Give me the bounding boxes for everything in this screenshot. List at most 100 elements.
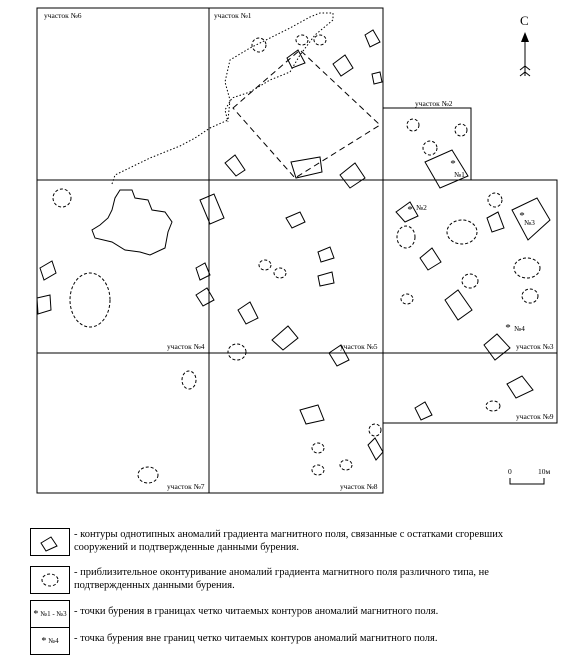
solid-anomaly bbox=[317, 271, 335, 287]
solid-anomaly bbox=[199, 193, 225, 225]
solid-anomaly bbox=[444, 289, 473, 321]
legend-dashed-text: - приблизительное оконтуривание аномалий… bbox=[74, 567, 489, 591]
legend-borehole-in-label: №1 - №3 bbox=[40, 610, 67, 618]
dashed-anomaly bbox=[137, 466, 159, 484]
dashed-anomaly bbox=[400, 293, 414, 305]
legend-solid-symbol bbox=[30, 528, 70, 556]
solid-anomaly bbox=[424, 149, 469, 189]
plot-4-boundary bbox=[36, 179, 210, 354]
dashed-anomaly bbox=[446, 219, 478, 245]
dashed-anomaly bbox=[258, 259, 272, 271]
plot-label-1: участок №1 bbox=[214, 11, 252, 20]
solid-anomaly bbox=[364, 29, 381, 48]
dashed-anomaly bbox=[313, 34, 327, 46]
north-arrow-fletch bbox=[519, 65, 531, 71]
solid-anomaly bbox=[506, 375, 534, 399]
solid-anomaly-irregular bbox=[91, 189, 173, 256]
legend-dashed-symbol bbox=[30, 566, 70, 594]
plot-label-9: участок №9 bbox=[516, 412, 554, 421]
plot-label-3: участок №3 bbox=[516, 342, 554, 351]
solid-anomaly bbox=[237, 301, 259, 325]
solid-anomaly bbox=[224, 154, 246, 177]
solid-anomaly bbox=[367, 437, 384, 461]
dashed-anomaly bbox=[513, 257, 541, 279]
dashed-anomaly bbox=[454, 123, 468, 137]
plot-1-boundary bbox=[208, 7, 384, 181]
borehole-label-3: №3 bbox=[524, 218, 535, 227]
dashed-anomaly bbox=[311, 464, 325, 476]
dashed-anomaly bbox=[295, 34, 309, 46]
solid-anomaly bbox=[486, 211, 505, 233]
solid-anomaly bbox=[195, 287, 215, 307]
legend-solid-text: - контуры однотипных аномалий градиента … bbox=[74, 529, 504, 553]
solid-anomaly bbox=[271, 325, 299, 351]
plot-8-boundary bbox=[208, 352, 384, 494]
solid-anomaly bbox=[483, 333, 511, 361]
solid-anomaly bbox=[317, 246, 335, 263]
dashed-anomaly bbox=[311, 442, 325, 454]
dashed-anomaly bbox=[422, 140, 438, 156]
plot-6-boundary bbox=[36, 7, 210, 181]
dashed-anomaly bbox=[251, 37, 267, 53]
dashed-anomaly-large bbox=[232, 49, 381, 179]
legend-item-dashed: - приблизительное оконтуривание аномалий… bbox=[30, 566, 554, 594]
solid-anomaly bbox=[339, 162, 366, 189]
legend-borehole-in-symbol: *№1 - №3 bbox=[30, 600, 70, 628]
dashed-anomaly bbox=[406, 118, 420, 132]
scale-bar bbox=[509, 478, 545, 485]
solid-anomaly bbox=[328, 344, 350, 367]
dashed-anomaly bbox=[227, 343, 247, 361]
north-arrow-fletch bbox=[519, 71, 531, 77]
dashed-anomaly bbox=[487, 192, 503, 208]
legend-borehole-out-label: №4 bbox=[48, 637, 59, 645]
dashed-anomaly bbox=[485, 400, 501, 412]
dashed-anomaly bbox=[273, 267, 287, 279]
solid-anomaly bbox=[299, 404, 325, 425]
dashed-anomaly bbox=[69, 272, 111, 328]
solid-anomaly bbox=[371, 71, 383, 85]
solid-anomaly bbox=[195, 262, 211, 281]
solid-anomaly bbox=[285, 211, 306, 229]
legend-item-borehole-in: *№1 - №3 - точки бурения в границах четк… bbox=[30, 600, 554, 628]
solid-anomaly bbox=[419, 247, 442, 271]
solid-anomaly bbox=[414, 401, 433, 421]
plot-label-6: участок №6 bbox=[44, 11, 82, 20]
solid-anomaly bbox=[332, 54, 354, 77]
legend-item-borehole-out: *№4 - точка бурения вне границ четко чит… bbox=[30, 627, 554, 655]
dashed-anomaly bbox=[339, 459, 353, 471]
dashed-anomaly bbox=[521, 288, 539, 304]
solid-anomaly bbox=[286, 49, 306, 69]
borehole-star-1: * bbox=[450, 158, 456, 170]
plot-label-2: участок №2 bbox=[415, 99, 453, 108]
dashed-anomaly bbox=[396, 225, 416, 249]
north-arrow-icon bbox=[521, 32, 529, 42]
legend-item-solid: - контуры однотипных аномалий градиента … bbox=[30, 528, 554, 556]
solid-anomaly bbox=[39, 260, 57, 281]
dashed-anomaly bbox=[368, 423, 382, 437]
plot-5-boundary bbox=[208, 179, 384, 354]
borehole-star-2: * bbox=[407, 204, 413, 216]
plot-9-boundary bbox=[382, 352, 558, 424]
borehole-star-3: * bbox=[519, 210, 525, 222]
solid-anomaly bbox=[511, 197, 551, 241]
dotted-survey-outline bbox=[111, 12, 334, 185]
scale-label-zero: 0 bbox=[508, 467, 512, 476]
plot-label-7: участок №7 bbox=[167, 482, 205, 491]
dashed-anomaly bbox=[461, 273, 479, 289]
scale-label-ten: 10м bbox=[538, 467, 551, 476]
plot-label-4: участок №4 bbox=[167, 342, 205, 351]
plot-label-8: участок №8 bbox=[340, 482, 378, 491]
plot-label-5: участок №5 bbox=[340, 342, 378, 351]
borehole-label-4: №4 bbox=[514, 324, 525, 333]
legend-borehole-in-text: - точки бурения в границах четко читаемы… bbox=[74, 606, 439, 617]
legend-borehole-out-symbol: *№4 bbox=[30, 627, 70, 655]
solid-anomaly bbox=[36, 294, 52, 315]
legend-borehole-out-text: - точка бурения вне границ четко читаемы… bbox=[74, 633, 438, 644]
dashed-anomaly bbox=[52, 188, 72, 208]
borehole-label-2: №2 bbox=[416, 203, 427, 212]
solid-anomaly bbox=[395, 201, 419, 223]
dashed-anomaly bbox=[181, 370, 197, 390]
borehole-label-1: №1 bbox=[454, 170, 465, 179]
solid-anomaly bbox=[290, 156, 323, 179]
